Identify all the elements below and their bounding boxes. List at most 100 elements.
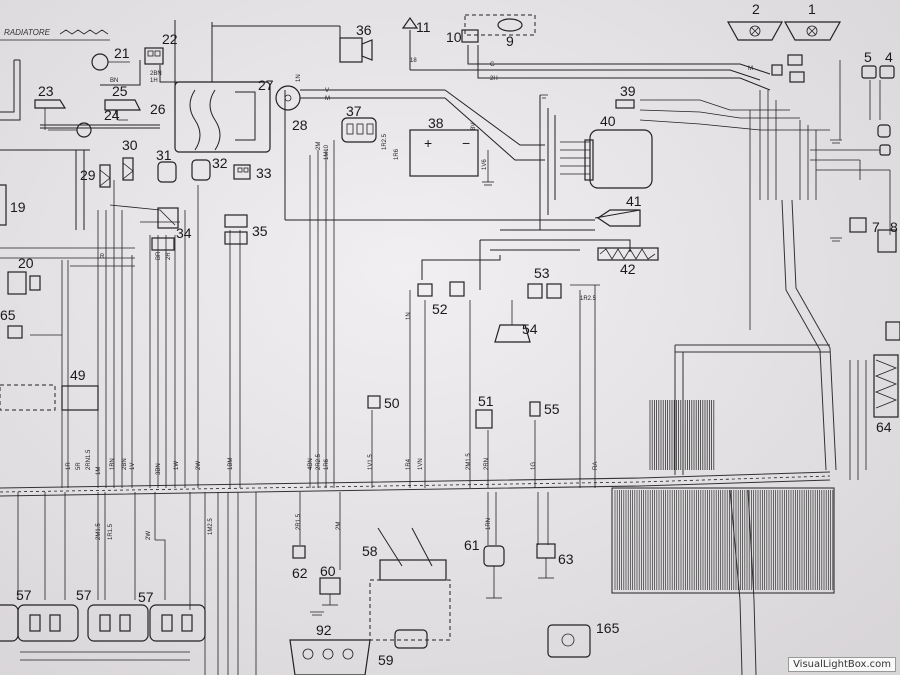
label-61: 61 [464, 537, 480, 553]
label-35: 35 [252, 223, 268, 239]
wire-code: 1G [531, 462, 537, 470]
connector-20 [7, 271, 41, 295]
label-41: 41 [626, 193, 642, 209]
wire-code: 2W [196, 461, 202, 470]
relay-7 [849, 217, 867, 233]
label-64: 64 [876, 419, 892, 435]
center-wiring [284, 30, 891, 488]
switch-58 [369, 527, 451, 641]
wire-code: 8V [471, 123, 477, 130]
wire-code: 3BN [156, 463, 162, 475]
label-19: 19 [10, 199, 26, 215]
label-8: 8 [890, 219, 898, 235]
wire-code: 1RN [486, 518, 492, 530]
wire-code: 2R2.5 [316, 453, 322, 470]
connector-33 [233, 164, 251, 180]
switch-62 [292, 545, 306, 559]
label-1: 1 [808, 1, 816, 17]
sensor-23 [34, 99, 67, 130]
label-24: 24 [104, 107, 120, 123]
lamp-9 [464, 14, 536, 36]
label-31: 31 [156, 147, 172, 163]
wire-code: BN [110, 78, 118, 84]
label-52: 52 [432, 301, 448, 317]
label-165: 165 [596, 620, 620, 636]
wire-code: 2RN [484, 458, 490, 470]
switch-28 [275, 85, 301, 111]
label-22: 22 [162, 31, 178, 47]
label-39: 39 [620, 83, 636, 99]
label-92: 92 [316, 622, 332, 638]
lamp-cluster-92 [289, 639, 371, 675]
label-4: 4 [885, 49, 893, 65]
label-40: 40 [600, 113, 616, 129]
connector-39 [615, 99, 635, 109]
label-26: 26 [150, 101, 166, 117]
label-37: 37 [346, 103, 362, 119]
label-30: 30 [122, 137, 138, 153]
wire-code: 1M2.5 [208, 518, 214, 535]
label-59: 59 [378, 652, 394, 668]
wire-code: M [325, 96, 330, 102]
switch-51 [475, 409, 493, 429]
label-11: 11 [416, 19, 431, 35]
connector-10 [461, 29, 479, 43]
connector-53 [527, 283, 562, 299]
wire-code: 2M1.5 [466, 453, 472, 470]
label-49: 49 [70, 367, 86, 383]
label-25: 25 [112, 83, 128, 99]
connector-cluster-headlamps [771, 54, 805, 83]
wire-code: 1H [150, 78, 158, 84]
wire-code: 1R2.5 [580, 296, 597, 302]
battery-38: + − [409, 129, 494, 186]
wire-code: 2H [490, 76, 498, 82]
bottom-wiring [17, 492, 549, 675]
watermark: VisualLightBox.com [788, 657, 896, 672]
top-left-wiring [0, 20, 341, 488]
label-55: 55 [544, 401, 560, 417]
lamp-54 [494, 300, 531, 343]
wire-code: 1N [406, 312, 412, 320]
label-23: 23 [38, 83, 54, 99]
label-2: 2 [752, 1, 760, 17]
label-42: 42 [620, 261, 636, 277]
injector-connector-57b [87, 604, 149, 642]
sensor-25 [104, 99, 141, 121]
label-34: 34 [176, 225, 192, 241]
svg-text:+: + [424, 135, 432, 151]
wire-code: M [748, 66, 753, 72]
label-21: 21 [114, 45, 130, 61]
fuse-29 [99, 164, 111, 188]
connector-49 [0, 384, 99, 411]
label-36: 36 [356, 22, 372, 38]
motor-36 [339, 37, 373, 63]
label-57c: 57 [138, 589, 154, 605]
wire-code: 1BM [228, 458, 234, 470]
wire-code: 5R [76, 462, 82, 470]
horn-21 [91, 53, 130, 71]
ground-11 [401, 16, 419, 29]
wire-code: 4BN [308, 458, 314, 470]
wire-code: 1R6 [324, 458, 330, 470]
injector-connector-57c [149, 604, 206, 642]
wire-code: 2M [336, 522, 342, 530]
wire-code: G [490, 62, 495, 68]
regulator-37 [341, 117, 377, 143]
wire-code: R [100, 254, 105, 260]
radiator-legend: RADIATORE [0, 28, 110, 41]
ground-symbols [310, 94, 842, 616]
label-5: 5 [864, 49, 872, 65]
switch-32 [191, 159, 211, 181]
wire-code: 1M [96, 467, 102, 475]
resistor-42 [597, 247, 659, 261]
switch-60 [319, 577, 341, 606]
unit-19 [0, 184, 7, 226]
heater-64 [873, 354, 899, 418]
connector-65 [7, 325, 23, 339]
switch-63 [536, 543, 556, 579]
lamp-4 [879, 65, 895, 79]
injector-connector-57-left [0, 604, 19, 642]
wire-code: 2RN1.5 [86, 449, 92, 470]
wire-code: 1M10 [324, 144, 330, 160]
